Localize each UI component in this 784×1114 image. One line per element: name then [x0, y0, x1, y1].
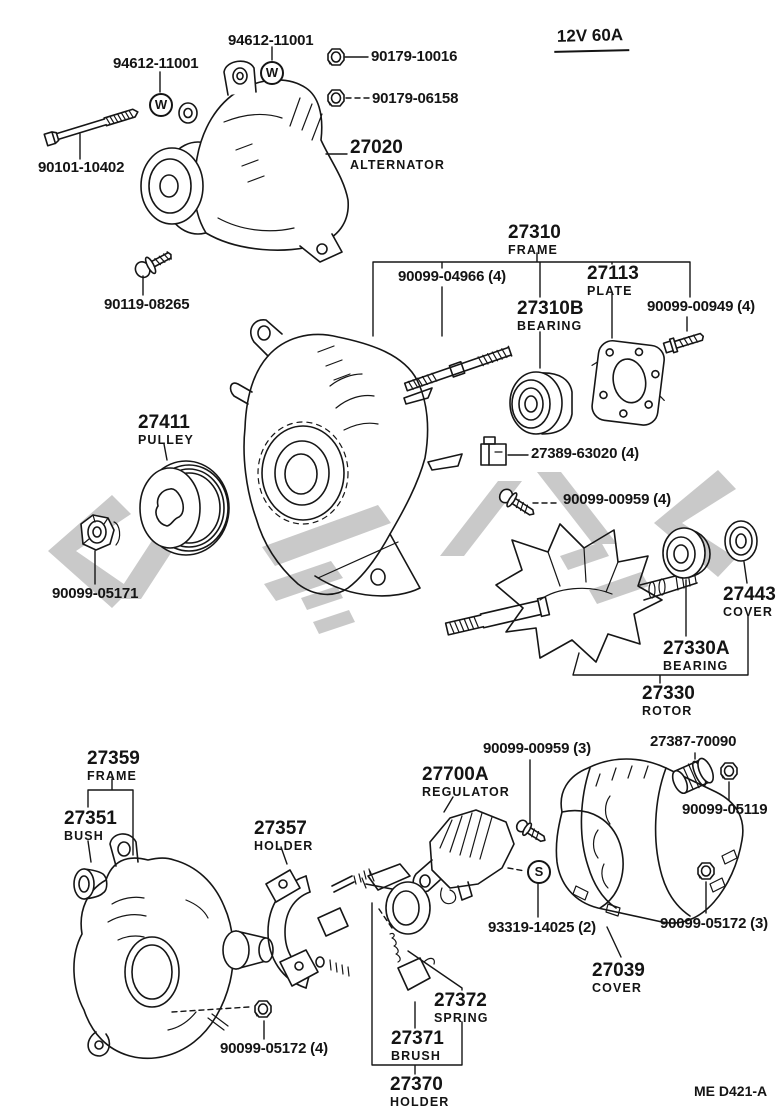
part-label-cover-nut: 90099-05172 (3)	[660, 915, 768, 932]
sheet-code: ME D421-A	[694, 1083, 768, 1099]
rectifier-holder-drawing	[265, 868, 372, 989]
part-label-adjust-bolt: 90119-08265	[104, 296, 190, 313]
bush-drawing	[73, 868, 108, 900]
regulator-drawing	[412, 809, 515, 905]
stud-bolt-drawing	[403, 345, 513, 392]
rear-frame-drawing	[73, 833, 274, 1060]
terminal-grommet-drawing	[671, 757, 714, 795]
part-label-washer-front: 94612-11001	[228, 32, 314, 49]
spec-label: 12V 60A	[553, 25, 630, 53]
part-label-pulley-nut: 90099-05171	[52, 585, 139, 602]
brush-holder-drawing	[361, 863, 435, 991]
retainer-plate-drawing	[591, 339, 665, 426]
front-frame-drawing	[229, 319, 463, 597]
pulley-drawing	[139, 460, 230, 556]
part-label-washer-top: 94612-11001	[113, 55, 199, 72]
screw-symbol: S	[527, 860, 551, 884]
washer-symbol: W	[260, 61, 284, 85]
end-cover-drawing	[555, 758, 744, 924]
part-label-plate-bolt: 90099-00949 (4)	[647, 298, 755, 315]
leader-lines	[79, 46, 749, 1075]
part-label-nut-06158: 90179-06158	[372, 90, 459, 107]
bracket-front-frame	[372, 252, 691, 369]
adjust-bolt-drawing	[134, 251, 172, 279]
part-label-screw-four: 90099-00959 (4)	[563, 491, 671, 508]
washer-symbol: W	[149, 93, 173, 117]
screw-three-drawing	[515, 819, 546, 843]
rear-bearing-drawing	[662, 527, 711, 579]
insulator-drawing	[480, 436, 507, 466]
through-bolt-drawing	[43, 108, 139, 147]
part-label-stud-bolt: 90099-04966 (4)	[398, 268, 506, 285]
front-bearing-drawing	[509, 371, 573, 435]
part-label-terminal-nut: 90099-05119	[682, 801, 768, 818]
bracket-rotor	[572, 561, 749, 684]
part-label-cover-screw: 93319-14025 (2)	[488, 919, 596, 936]
alternator-drawing	[140, 60, 349, 263]
rotor-drawing	[444, 523, 698, 663]
pulley-nut-drawing	[80, 514, 121, 551]
bracket-rear-frame	[87, 778, 134, 863]
part-label-insulator: 27389-63020 (4)	[531, 445, 639, 462]
part-label-frame-nut: 90099-05172 (4)	[220, 1040, 328, 1057]
screw-four-drawing	[498, 488, 535, 516]
part-label-nut-10016: 90179-10016	[371, 48, 458, 65]
part-label-screw-three: 90099-00959 (3)	[483, 740, 591, 757]
plate-bolt-drawing	[662, 332, 705, 354]
part-label-terminal-grommet: 27387-70090	[650, 733, 737, 750]
bearing-cover-drawing	[724, 520, 758, 562]
bracket-brush-holder	[371, 902, 463, 1075]
small-nuts-drawing	[254, 48, 738, 1018]
part-label-through-bolt: 90101-10402	[38, 159, 125, 176]
